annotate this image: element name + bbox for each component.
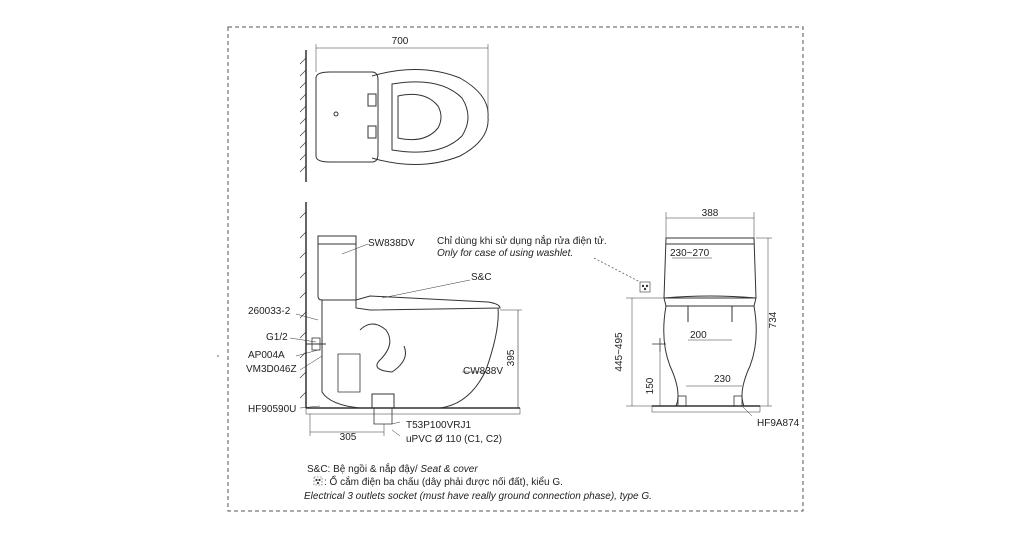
front-range-230-270: 230~270 <box>670 248 710 259</box>
front-dim-445-495: 445~495 <box>614 332 625 372</box>
pipe-label: uPVC Ø 110 (C1, C2) <box>406 434 502 445</box>
legend-sc-en: Seat & cover <box>420 464 478 475</box>
rough-in-dim-305: 305 <box>340 432 357 443</box>
legend-sc: S&C: Bệ ngồi & nắp đậy/ Seat & cover <box>307 462 478 475</box>
stray-dot <box>217 355 219 357</box>
bowl-label: CW838V <box>463 366 503 377</box>
legend: S&C: Bệ ngồi & nắp đậy/ Seat & cover : Ổ… <box>304 462 652 502</box>
front-width-dim-388: 388 <box>702 208 719 219</box>
part-hf9a874: HF9A874 <box>757 418 800 429</box>
washlet-note-en: Only for case of using washlet. <box>437 248 573 259</box>
washlet-note-vi: Chỉ dùng khi sử dụng nắp rửa điện tử. <box>437 234 607 247</box>
part-hf90590u: HF90590U <box>248 404 296 415</box>
outlet-symbol <box>593 257 651 293</box>
height-dim-395: 395 <box>506 349 517 366</box>
part-t53p100vrj1: T53P100VRJ1 <box>406 420 471 431</box>
sheet-border <box>227 26 804 512</box>
front-dim-230: 230 <box>714 374 731 385</box>
part-g1-2: G1/2 <box>266 332 288 343</box>
top-width-dim: 700 <box>392 36 409 47</box>
front-dim-734: 734 <box>768 311 779 328</box>
part-ap004a: AP004A <box>248 350 285 361</box>
legend-outlet-icon <box>313 476 323 486</box>
top-view <box>299 44 489 182</box>
front-view <box>626 212 772 417</box>
front-dim-150: 150 <box>645 377 656 394</box>
front-dim-200: 200 <box>690 330 707 341</box>
legend-sc-vi: S&C: Bệ ngồi & nắp đậy/ <box>307 462 418 475</box>
part-260033-2: 260033-2 <box>248 306 291 317</box>
part-vm3d046z: VM3D046Z <box>246 364 297 375</box>
legend-outlet-vi: : Ổ cắm điện ba chấu (dây phải được nối … <box>324 475 563 488</box>
seat-label: S&C <box>471 272 492 283</box>
side-view <box>289 202 522 437</box>
legend-outlet-en: Electrical 3 outlets socket (must have r… <box>304 491 652 502</box>
tank-label: SW838DV <box>368 238 415 249</box>
